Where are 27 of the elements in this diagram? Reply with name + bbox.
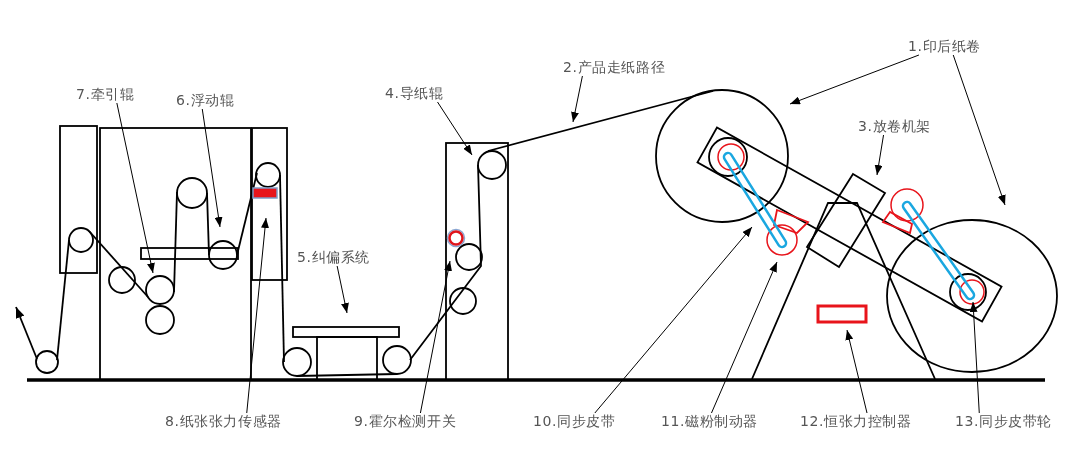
callout-label: 8.纸张张力传感器	[165, 413, 282, 430]
callout-label: 6.浮动辊	[176, 92, 235, 109]
callout-label: 3.放卷机架	[858, 118, 931, 135]
leader-line	[789, 54, 920, 105]
leader-line	[571, 75, 583, 123]
leader-line	[116, 102, 155, 274]
callout-label: 5.纠偏系统	[297, 249, 370, 266]
callout-label: 13.同步皮带轮	[955, 413, 1053, 430]
leader-line	[437, 101, 473, 156]
callout-label: 2.产品走纸路径	[563, 59, 666, 76]
callout-label: 12.恒张力控制器	[800, 413, 912, 430]
callout-label: 7.牵引辊	[76, 86, 135, 103]
leader-line	[952, 54, 1006, 206]
callout-label: 1.印后纸卷	[908, 38, 981, 55]
leader-line	[969, 301, 980, 414]
leader-line	[419, 260, 452, 414]
callout-label: 9.霍尔检测开关	[354, 413, 457, 430]
leader-line	[845, 329, 868, 414]
callout-label: 4.导纸辊	[385, 85, 444, 102]
callout-label: 11.磁粉制动器	[661, 413, 759, 430]
leader-line	[711, 261, 778, 414]
leader-line	[594, 226, 753, 414]
callout-label: 10.同步皮带	[533, 413, 616, 430]
leader-line	[201, 108, 223, 228]
leader-line	[336, 265, 349, 314]
leader-line	[246, 217, 269, 414]
leader-line	[874, 134, 885, 176]
